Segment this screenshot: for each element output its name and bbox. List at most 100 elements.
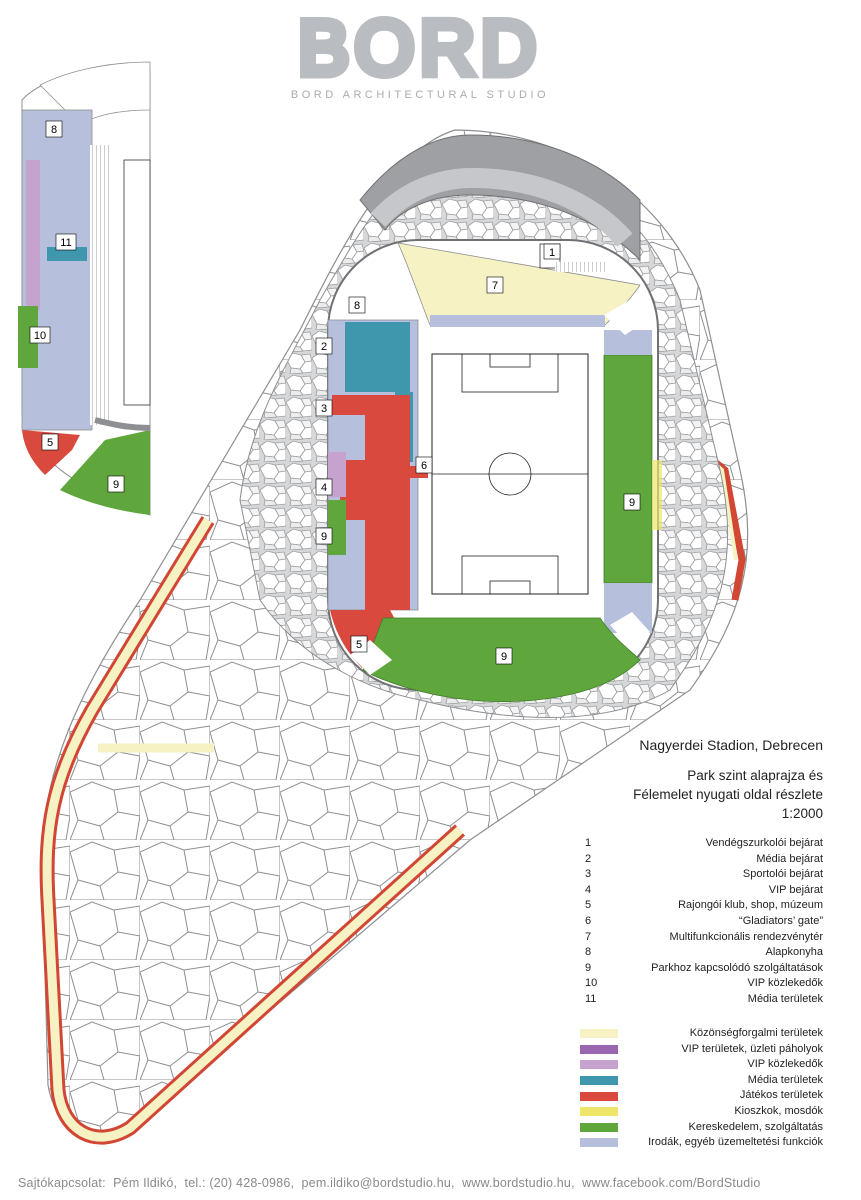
label-7: 7 xyxy=(492,280,498,292)
label-detail-9: 9 xyxy=(113,479,119,491)
legend-row: Kioszkok, mosdók xyxy=(580,1104,823,1120)
press-contact: Sajtókapcsolat: Pém Ildikó, tel.: (20) 4… xyxy=(18,1176,761,1190)
legend-swatch xyxy=(580,1138,618,1148)
label-5: 5 xyxy=(356,639,362,651)
contact-facebook[interactable]: www.facebook.com/BordStudio xyxy=(582,1176,761,1190)
numbered-row: 10 VIP közlekedők xyxy=(585,976,823,992)
label-9-south: 9 xyxy=(501,651,507,663)
numbered-row-label: Rajongói klub, shop, múzeum xyxy=(678,899,823,912)
plan-title: Nagyerdei Stadion, Debrecen xyxy=(639,737,823,753)
numbered-row-number: 9 xyxy=(585,961,592,974)
contact-label: Sajtókapcsolat: xyxy=(18,1176,106,1190)
north-plaza xyxy=(370,167,633,247)
label-box-5 xyxy=(350,635,368,653)
inset-zone-9 xyxy=(60,430,150,515)
east-kiosk xyxy=(652,460,662,530)
label-9-east: 9 xyxy=(629,497,635,509)
contact-name: Pém Ildikó, xyxy=(113,1176,178,1190)
label-box-9-south xyxy=(495,647,513,665)
plan-labels: 1 7 8 2 3 6 4 9 9 5 9 8 11 10 5 9 xyxy=(29,120,641,665)
numbered-row-number: 10 xyxy=(585,977,598,990)
label-box-7 xyxy=(486,276,504,294)
pitch-center-circle xyxy=(488,452,532,496)
numbered-row: 7 Multifunkcionális rendezvénytér xyxy=(585,930,823,946)
north-canopy xyxy=(359,134,641,262)
legend-label: VIP közlekedők xyxy=(747,1058,823,1071)
numbered-row-label: Média bejárat xyxy=(756,852,823,865)
subtitle-scale: 1:2000 xyxy=(781,806,823,821)
numbered-row-label: Multifunkcionális rendezvénytér xyxy=(669,930,823,943)
contact-phone: tel.: (20) 428-0986, xyxy=(184,1176,295,1190)
numbered-row-number: 1 xyxy=(585,837,592,849)
inset-south-arc xyxy=(94,417,151,431)
label-box-detail-5 xyxy=(41,433,59,451)
inset-stands xyxy=(90,145,110,425)
legend-label: Kereskedelem, szolgáltatás xyxy=(688,1120,823,1133)
label-detail-10: 10 xyxy=(34,330,46,342)
legend-row: Játékos területek xyxy=(580,1088,823,1104)
inset-pitch xyxy=(123,159,151,406)
gate-nw xyxy=(350,268,395,305)
plan-subtitle: Park szint alaprajza és Félemelet nyugat… xyxy=(633,766,823,823)
label-box-detail-10 xyxy=(29,326,51,344)
north-stairs xyxy=(555,262,605,272)
label-box-detail-9 xyxy=(107,475,125,493)
numbered-row-number: 2 xyxy=(585,852,592,865)
legend-swatch xyxy=(580,1122,618,1132)
label-4: 4 xyxy=(321,482,327,494)
numbered-row: 4 VIP bejárat xyxy=(585,883,823,899)
pitch-goal-area-north xyxy=(489,353,531,368)
legend-label: Irodák, egyéb üzemeltetési funkciók xyxy=(648,1136,823,1149)
label-detail-5: 5 xyxy=(47,437,53,449)
contact-website[interactable]: www.bordstudio.hu, xyxy=(462,1176,575,1190)
inset-north-shell xyxy=(39,61,151,126)
numbered-row: 2 Média bejárat xyxy=(585,852,823,868)
contact-email[interactable]: pem.ildiko@bordstudio.hu, xyxy=(301,1176,455,1190)
label-box-4 xyxy=(315,478,333,496)
legend-row: Kereskedelem, szolgáltatás xyxy=(580,1120,823,1136)
numbered-row-label: Vendégszurkolói bejárat xyxy=(705,837,823,849)
pitch-goal-area-south xyxy=(489,580,531,595)
legend-row: Irodák, egyéb üzemeltetési funkciók xyxy=(580,1135,823,1151)
legend-label: VIP területek, üzleti páholyok xyxy=(681,1042,823,1055)
label-box-2 xyxy=(315,337,333,355)
legend-label: Közönségforgalmi területek xyxy=(689,1027,823,1039)
label-3: 3 xyxy=(321,403,327,415)
gate-ne xyxy=(604,300,650,335)
inset-zone-5 xyxy=(22,430,80,475)
label-1: 1 xyxy=(549,247,555,259)
numbered-row-label: VIP bejárat xyxy=(768,883,823,896)
north-offices xyxy=(430,315,605,327)
label-box-detail-8 xyxy=(45,120,63,138)
logo-text: BORD xyxy=(298,12,542,91)
legend-row: VIP közlekedők xyxy=(580,1057,823,1073)
zone-players xyxy=(365,410,410,610)
numbered-row-number: 4 xyxy=(585,883,592,896)
label-9-west: 9 xyxy=(321,531,327,543)
label-detail-11: 11 xyxy=(60,237,71,249)
zone-9-west xyxy=(328,500,346,555)
legend-label: Kioszkok, mosdók xyxy=(734,1104,823,1117)
label-detail-8: 8 xyxy=(51,124,57,136)
legend-swatch xyxy=(580,1076,618,1086)
numbered-row-number: 7 xyxy=(585,930,592,943)
numbered-row-label: VIP közlekedők xyxy=(747,977,823,990)
label-box-6 xyxy=(415,456,433,474)
legend-swatch xyxy=(580,1029,618,1039)
label-6: 6 xyxy=(421,460,427,472)
legend-swatch xyxy=(580,1107,618,1117)
numbered-row-label: Sportolói bejárat xyxy=(742,868,823,881)
numbered-row-number: 6 xyxy=(585,914,592,927)
east-offices-north xyxy=(604,330,652,355)
legend-label: Játékos területek xyxy=(739,1089,823,1102)
inset-green xyxy=(18,306,38,368)
legend-swatch xyxy=(580,1044,618,1054)
logo-tagline: BORD ARCHITECTURAL STUDIO xyxy=(291,89,549,101)
label-box-9-west xyxy=(315,527,333,545)
